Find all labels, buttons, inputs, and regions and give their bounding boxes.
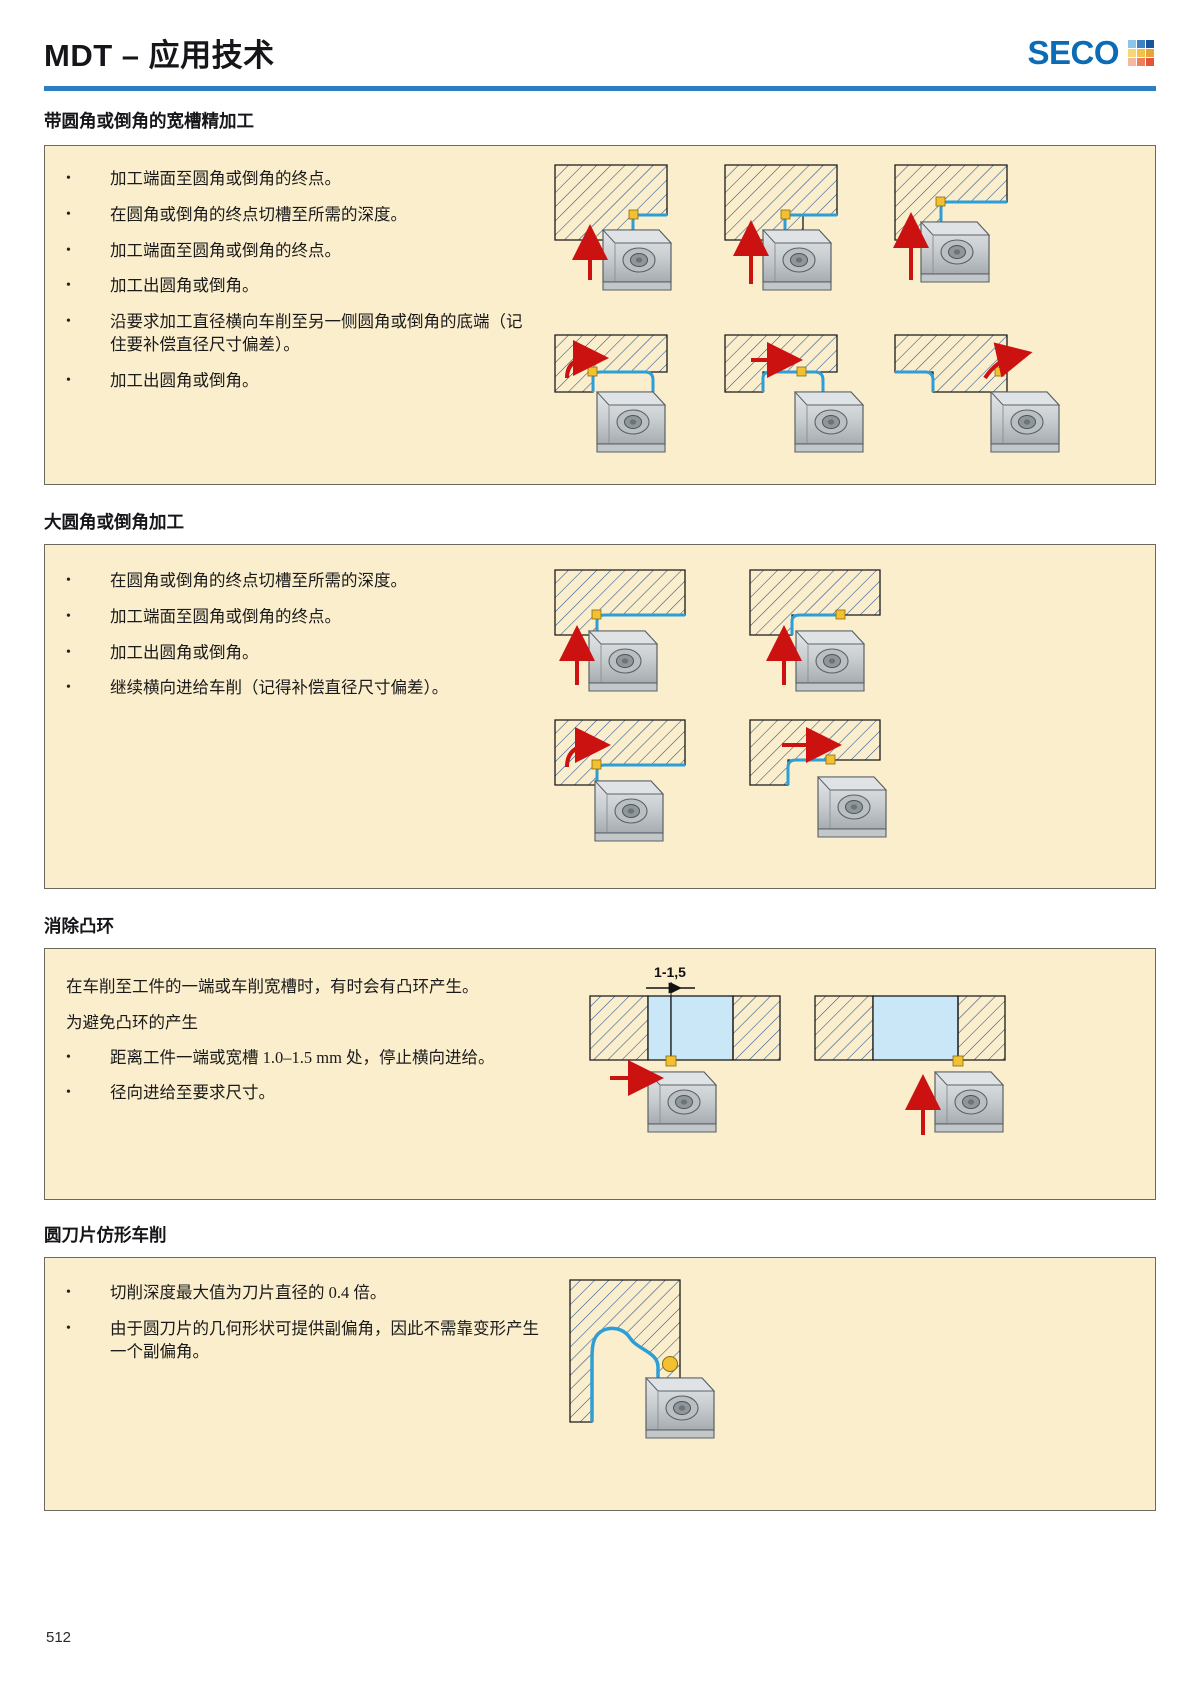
section-heading-remove-collar: 消除凸环: [44, 916, 114, 936]
page-header: MDT – 应用技术 SECO: [0, 0, 1200, 96]
bullet-list-round-insert-profiling: • 切削深度最大值为刀片直径的 0.4 倍。 • 由于圆刀片的几何形状可提供副偏…: [66, 1282, 546, 1376]
bullet-marker: •: [66, 171, 71, 186]
bullet-text: 在圆角或倒角的终点切槽至所需的深度。: [110, 571, 407, 590]
bullet-text: 加工端面至圆角或倒角的终点。: [110, 606, 341, 626]
bullet-marker: •: [66, 573, 71, 588]
section-heading-large-radius-chamfer: 大圆角或倒角加工: [44, 512, 184, 532]
figure-large-radius-chamfer: [545, 565, 975, 870]
bullet-text: 沿要求加工直径横向车削至另一侧圆角或倒角的底端（记住要补偿直径尺寸偏差）。: [110, 312, 523, 354]
bullet-marker: •: [66, 1049, 71, 1065]
figure-round-insert-profiling: [560, 1272, 860, 1507]
list-item: • 距离工件一端或宽槽 1.0–1.5 mm 处，停止横向进给。: [66, 1047, 546, 1070]
bullet-marker: •: [66, 1285, 71, 1300]
list-item: • 加工端面至圆角或倒角的终点。: [66, 168, 536, 191]
list-item: • 加工端面至圆角或倒角的终点。: [66, 240, 536, 263]
fig1-step2: [724, 164, 838, 291]
list-item: • 径向进给至要求尺寸。: [66, 1082, 546, 1105]
bullet-marker: •: [66, 278, 71, 294]
bullet-text: 切削深度最大值为刀片直径的 0.4 倍。: [110, 1283, 387, 1302]
bullet-marker: •: [66, 372, 71, 388]
bullet-marker: •: [66, 206, 71, 222]
bullet-marker: •: [66, 314, 71, 330]
bullet-text: 在圆角或倒角的终点切槽至所需的深度。: [110, 204, 407, 224]
fig1-step4: [554, 334, 668, 453]
section-heading-wide-groove-finishing: 带圆角或倒角的宽槽精加工: [44, 111, 254, 131]
list-item: • 加工出圆角或倒角。: [66, 370, 536, 393]
fig4-profile: [569, 1279, 716, 1439]
list-item: • 在圆角或倒角的终点切槽至所需的深度。: [66, 204, 536, 227]
list-item: • 继续横向进给车削（记得补偿直径尺寸偏差）。: [66, 677, 536, 700]
panel-round-insert-profiling: [44, 1257, 1156, 1511]
seco-wordmark: SECO: [1027, 34, 1119, 71]
bullet-list-wide-groove-finishing: • 加工端面至圆角或倒角的终点。 • 在圆角或倒角的终点切槽至所需的深度。 • …: [66, 168, 536, 405]
figure-remove-collar: 1-1,5: [580, 960, 1060, 1195]
list-item: • 沿要求加工直径横向车削至另一侧圆角或倒角的底端（记住要补偿直径尺寸偏差）。: [66, 311, 536, 357]
bullet-marker: •: [66, 608, 71, 624]
bullet-marker: •: [66, 242, 71, 258]
bullet-list-remove-collar: 在车削至工件的一端或车削宽槽时，有时会有凸环产生。 为避免凸环的产生 • 距离工…: [66, 975, 546, 1118]
figure-wide-groove-finishing: [545, 160, 1145, 475]
list-item: • 在圆角或倒角的终点切槽至所需的深度。: [66, 570, 536, 593]
fig1-step5: [724, 334, 864, 453]
fig1-step6: [894, 334, 1060, 453]
list-item: • 切削深度最大值为刀片直径的 0.4 倍。: [66, 1282, 546, 1305]
section-heading-round-insert-profiling: 圆刀片仿形车削: [44, 1225, 167, 1245]
bullet-text: 加工端面至圆角或倒角的终点。: [110, 169, 341, 188]
bullet-text: 由于圆刀片的几何形状可提供副偏角，因此不需靠变形产生一个副偏角。: [110, 1318, 539, 1361]
fig1-step3: [893, 164, 1008, 283]
paragraph-collar-cause: 在车削至工件的一端或车削宽槽时，有时会有凸环产生。: [66, 977, 479, 996]
fig3-step1: [589, 995, 781, 1133]
bullet-text: 继续横向进给车削（记得补偿直径尺寸偏差）。: [110, 678, 449, 698]
seco-logo-squares: [1128, 39, 1154, 66]
page-number: 512: [46, 1629, 72, 1646]
bullet-marker: •: [66, 1085, 71, 1101]
bullet-marker: •: [66, 644, 71, 660]
bullet-text: 加工出圆角或倒角。: [110, 642, 259, 662]
bullet-list-large-radius-chamfer: • 在圆角或倒角的终点切槽至所需的深度。 • 加工端面至圆角或倒角的终点。 • …: [66, 570, 536, 713]
list-item: • 加工端面至圆角或倒角的终点。: [66, 606, 536, 629]
fig2-step4: [749, 719, 887, 838]
bullet-marker: •: [66, 1320, 71, 1336]
bullet-marker: •: [66, 680, 71, 696]
paragraph-collar-avoid: 为避免凸环的产生: [66, 1012, 198, 1032]
bullet-text: 距离工件一端或宽槽 1.0–1.5 mm 处，停止横向进给。: [110, 1047, 495, 1067]
bullet-text: 加工端面至圆角或倒角的终点。: [110, 240, 341, 260]
header-rule: [44, 86, 1156, 91]
list-item: • 加工出圆角或倒角。: [66, 275, 536, 298]
dimension-value: 1-1,5: [654, 964, 686, 980]
list-item: • 加工出圆角或倒角。: [66, 642, 536, 665]
fig2-step2: [749, 569, 881, 692]
page-title: MDT – 应用技术: [44, 38, 275, 73]
list-item: • 由于圆刀片的几何形状可提供副偏角，因此不需靠变形产生一个副偏角。: [66, 1318, 546, 1364]
fig2-step1: [554, 569, 686, 692]
bullet-text: 径向进给至要求尺寸。: [110, 1083, 275, 1103]
fig1-step1: [554, 164, 672, 291]
bullet-text: 加工出圆角或倒角。: [110, 370, 259, 390]
seco-logo: SECO: [1027, 36, 1154, 69]
fig2-step3: [554, 719, 686, 842]
bullet-text: 加工出圆角或倒角。: [110, 276, 259, 296]
fig3-step2: [814, 995, 1006, 1135]
